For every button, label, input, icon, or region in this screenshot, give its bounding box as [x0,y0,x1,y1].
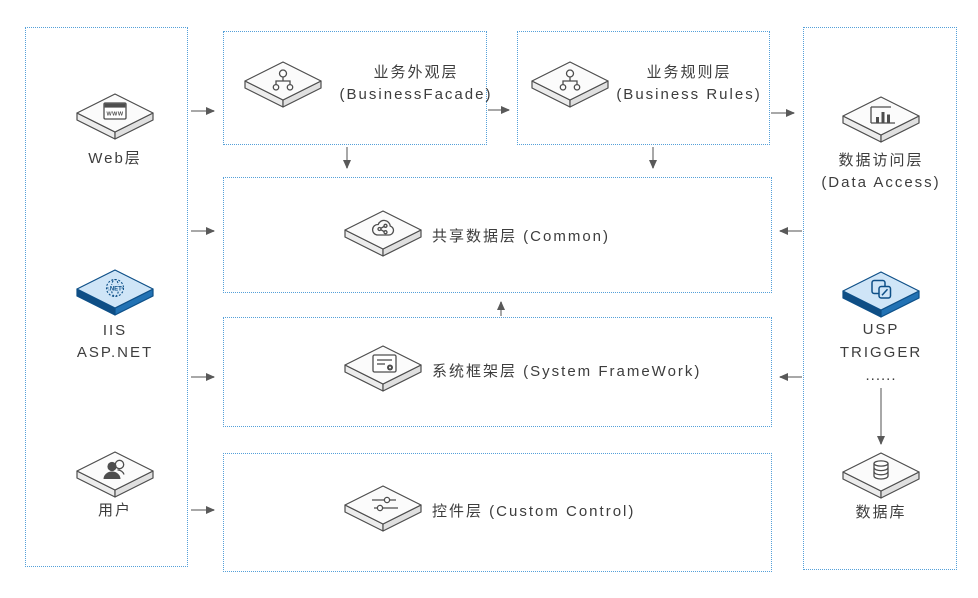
user-label-text: 用户 [97,502,133,519]
person-icon [103,459,125,479]
node-data-access [841,95,921,151]
rules-label-cn: 业务规则层 [646,64,732,81]
node-system-framework [343,344,423,400]
custom-control-label-text: 控件层 (Custom Control) [432,503,636,520]
data-access-label-en: (Data Access) [821,174,941,191]
user-label: 用户 [98,500,132,522]
form-card-icon [372,354,397,373]
web-tier-group [25,27,188,567]
business-rules-label: 业务规则层 (Business Rules) [616,62,761,106]
node-custom-control [343,484,423,540]
web-label: Web层 [88,148,142,170]
database-icon [873,460,889,480]
common-box [223,177,772,293]
common-label-text: 共享数据层 (Common) [432,228,611,245]
usp-label-ellipsis: ...... [865,367,897,384]
data-access-label: 数据访问层 (Data Access) [821,150,940,194]
common-label: 共享数据层 (Common) [432,226,610,248]
business-rules-box [517,31,770,145]
node-user [75,450,155,506]
svg-text:WWW: WWW [106,112,123,118]
script-pages-icon [871,279,892,299]
system-framework-label-text: 系统框架层 (System FrameWork) [432,363,702,380]
bar-chart-icon [870,106,895,124]
facade-label-cn: 业务外观层 [373,64,459,81]
system-framework-box [223,317,772,427]
node-common [343,209,423,265]
usp-label-line1: USP [862,321,900,338]
rules-label-en: (Business Rules) [616,86,762,103]
business-facade-box [223,31,487,145]
usp-label-line2: TRIGGER [839,344,923,361]
facade-label-en: (BusinessFacade) [339,86,493,103]
org-chart-icon [272,69,294,91]
node-iis: .NET [75,268,155,324]
node-database [841,451,921,507]
system-framework-label: 系统框架层 (System FrameWork) [432,361,701,383]
node-web: WWW [75,92,155,148]
data-access-label-cn: 数据访问层 [838,152,924,169]
custom-control-box [223,453,772,572]
cloud-share-icon [371,219,395,236]
node-business-rules [530,60,610,116]
iis-label: IIS ASP.NET [77,320,153,364]
usp-trigger-label: USP TRIGGER ...... [840,318,922,387]
business-facade-label: 业务外观层 (BusinessFacade) [340,62,493,106]
database-label: 数据库 [855,502,906,524]
custom-control-label: 控件层 (Custom Control) [432,501,635,523]
node-usp-trigger [841,270,921,326]
dotnet-globe-icon: .NET [105,278,125,298]
iis-label-line2: ASP.NET [76,344,154,361]
browser-window-icon: WWW [103,102,127,120]
sliders-icon [372,496,398,512]
org-chart-icon [559,69,581,91]
iis-label-line1: IIS [102,322,128,339]
node-business-facade [243,60,323,116]
svg-text:.NET: .NET [108,286,122,292]
data-tier-group [803,27,957,570]
database-label-text: 数据库 [855,504,907,521]
web-label-text: Web层 [88,150,142,167]
